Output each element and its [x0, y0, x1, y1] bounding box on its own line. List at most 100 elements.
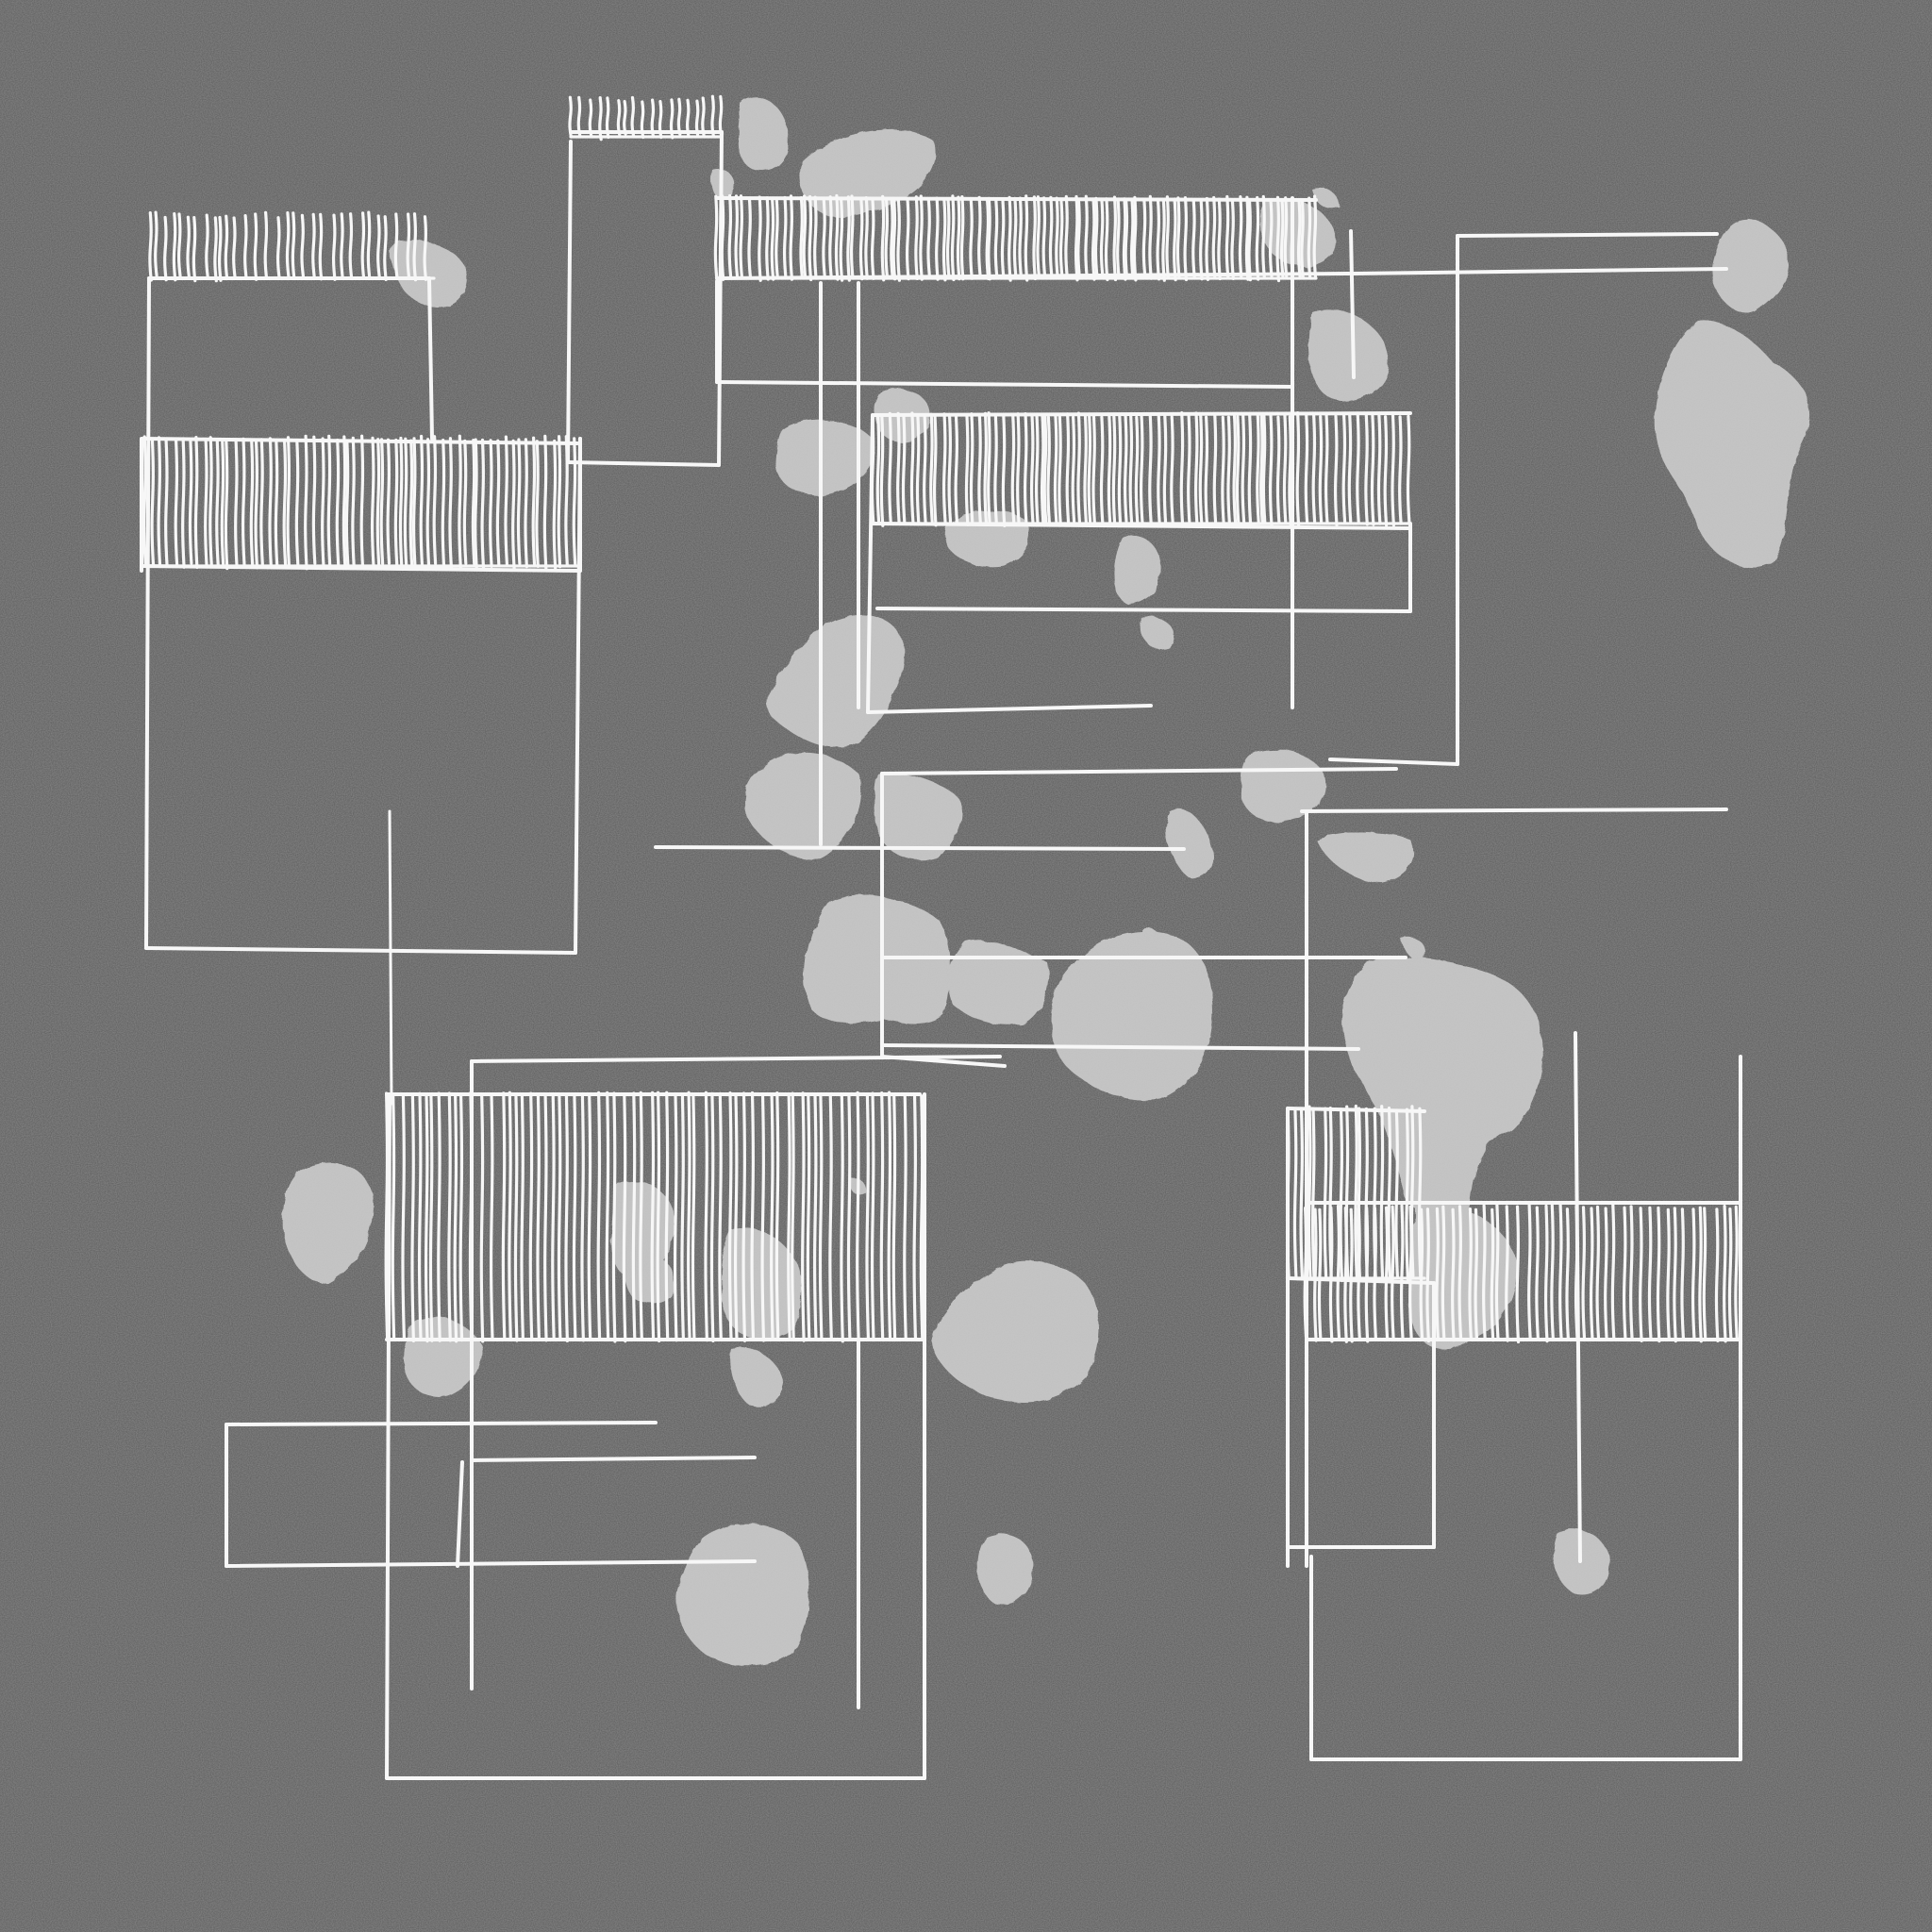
hatch-stroke: [1042, 413, 1048, 524]
hatch-stroke: [458, 434, 462, 569]
hatch-stroke: [1093, 196, 1099, 278]
hatch-stroke: [1727, 1208, 1733, 1340]
hatch-stroke: [1451, 1208, 1456, 1342]
hatch-stroke: [447, 1091, 452, 1342]
hatch-stroke: [1148, 194, 1153, 280]
hatch-stroke: [1275, 415, 1281, 524]
hatch-stroke: [285, 211, 291, 278]
hatch-stroke: [341, 435, 347, 568]
hatch-stroke: [1311, 412, 1317, 524]
hatch-stroke: [919, 1094, 924, 1341]
hatch-stroke: [1275, 195, 1281, 283]
hatch-stroke: [828, 1094, 833, 1341]
hatch-stroke: [398, 436, 404, 570]
hatch-stroke: [1132, 195, 1138, 282]
hatch-stroke: [718, 1091, 723, 1341]
hatch-stroke: [1000, 197, 1006, 280]
hatch-stroke: [508, 1091, 512, 1340]
hatch-stroke: [1064, 194, 1069, 279]
hatch-stroke: [172, 212, 177, 282]
hatch-stroke: [379, 438, 385, 565]
hatch-stroke: [1364, 413, 1369, 526]
hatch-stroke: [993, 198, 999, 279]
hatch-stroke: [673, 1093, 678, 1342]
hatch-stroke: [1129, 198, 1135, 280]
hatch-stroke: [727, 1091, 733, 1341]
hatch-stroke: [1647, 1206, 1653, 1340]
hatch-stroke: [622, 1093, 627, 1343]
hatch-stroke: [704, 1091, 708, 1342]
hatch-stroke: [1558, 1204, 1563, 1341]
hatch-stroke: [218, 215, 223, 282]
hatch-stroke: [291, 211, 296, 280]
hatch-stroke: [1370, 413, 1375, 526]
hatch-stroke: [1076, 411, 1081, 524]
hatch-stroke: [232, 216, 237, 279]
frame-line: [1574, 1031, 1582, 1563]
hatch-stroke: [344, 439, 350, 566]
hatch-stroke: [741, 1091, 747, 1342]
hatch-stroke: [720, 194, 725, 281]
hatch-stroke: [253, 212, 258, 281]
hatch-stroke: [177, 212, 182, 277]
blob: [738, 97, 789, 171]
hatch-stroke: [142, 435, 147, 565]
hatch-stroke: [1259, 412, 1264, 524]
hatch-stroke: [542, 434, 548, 570]
blob: [804, 893, 950, 1024]
frame-line: [427, 276, 434, 441]
blob: [729, 1348, 784, 1407]
hatch-stroke: [1040, 414, 1045, 526]
blob: [1401, 937, 1425, 959]
hatch-stroke: [750, 1091, 756, 1341]
hatch-stroke: [1527, 1204, 1532, 1340]
hatch-stroke: [383, 215, 388, 281]
hatch-stroke: [393, 212, 399, 278]
hatch-stroke: [326, 434, 332, 567]
hatch-stroke: [1299, 1108, 1305, 1281]
hatch-stroke: [969, 412, 974, 525]
hatch-stroke: [1408, 1205, 1413, 1340]
hatch-stroke: [1482, 1204, 1487, 1340]
hatch-stroke: [384, 1091, 390, 1340]
hatch-stroke: [808, 194, 813, 282]
blob: [1655, 320, 1810, 568]
hatch-stroke: [286, 436, 291, 569]
hatch-stroke: [1673, 1207, 1677, 1343]
hatch-stroke: [1204, 415, 1209, 527]
hatch-stroke: [687, 1091, 691, 1341]
hatch-stroke: [1698, 1206, 1703, 1343]
hatch-stroke: [954, 415, 959, 525]
hatch-stroke: [1116, 197, 1121, 279]
hatch-stroke: [1261, 194, 1266, 279]
hatch-stroke: [243, 214, 248, 280]
hatch-stroke: [676, 97, 682, 136]
hatch-stroke: [572, 1093, 577, 1341]
hatch-stroke: [576, 95, 582, 138]
hatch-stroke: [564, 435, 569, 567]
hatch-stroke: [335, 438, 341, 566]
hatch-stroke: [551, 1093, 556, 1341]
hatch-stroke: [1457, 1205, 1463, 1340]
hatch-stroke: [765, 196, 770, 281]
frame-line: [1349, 229, 1356, 379]
frame-line: [566, 460, 721, 467]
hatch-stroke: [259, 438, 264, 566]
frame-line: [456, 1460, 464, 1568]
hatch-stroke: [1399, 1204, 1405, 1340]
hatch-stroke: [516, 438, 522, 565]
hatch-stroke: [1391, 1205, 1395, 1341]
hatch-stroke: [1349, 1208, 1354, 1343]
blob: [1050, 930, 1213, 1101]
hatch-stroke: [386, 438, 391, 565]
hatch-stroke: [1104, 197, 1109, 282]
hatch-stroke: [901, 413, 907, 525]
hatch-stroke: [462, 439, 468, 565]
hatch-stroke: [174, 439, 179, 566]
hatch-stroke: [148, 211, 153, 282]
hatch-stroke: [1162, 414, 1168, 527]
hatch-stroke: [417, 1091, 423, 1340]
hatch-stroke: [424, 1093, 429, 1343]
hatch-stroke: [1310, 1107, 1316, 1278]
hatch-stroke: [664, 1091, 670, 1341]
